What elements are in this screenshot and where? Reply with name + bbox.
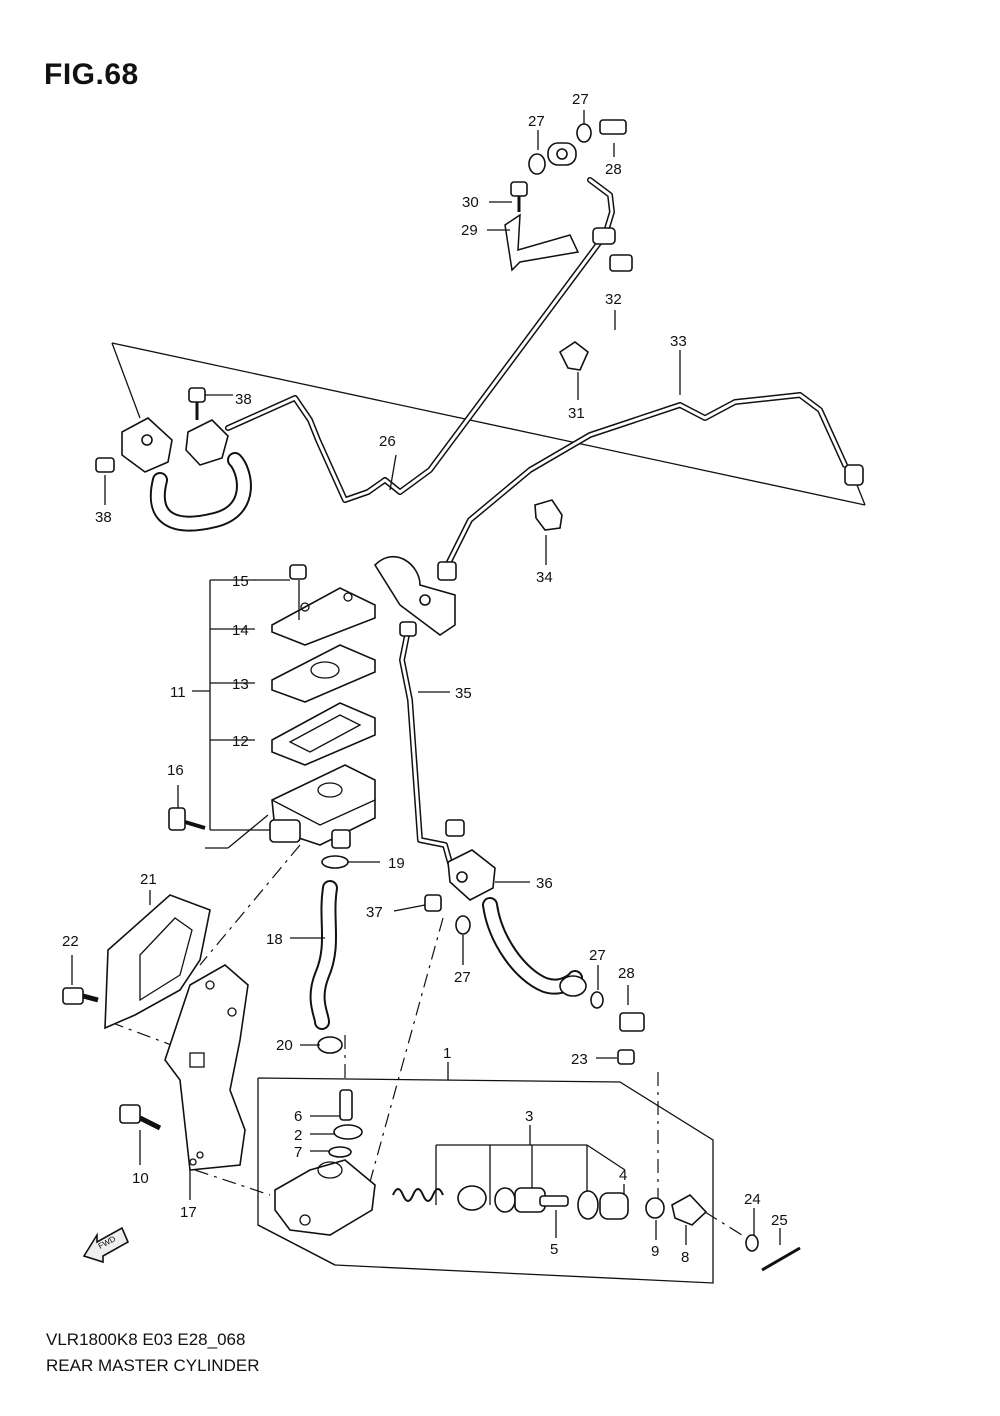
label-13: 13 xyxy=(232,676,249,693)
label-14: 14 xyxy=(232,622,249,639)
label-9: 9 xyxy=(651,1243,659,1260)
label-18: 18 xyxy=(266,931,283,948)
label-20: 20 xyxy=(276,1037,293,1054)
label-5: 5 xyxy=(550,1241,558,1258)
label-33: 33 xyxy=(670,333,687,350)
fwd-arrow: FWD xyxy=(82,1226,130,1264)
label-17: 17 xyxy=(180,1204,197,1221)
label-15: 15 xyxy=(232,573,249,590)
figure-title: FIG.68 xyxy=(44,58,139,91)
label-27: 27 xyxy=(528,113,545,130)
label-28: 28 xyxy=(618,965,635,982)
label-1: 1 xyxy=(443,1045,451,1062)
leader-lines xyxy=(71,110,781,1245)
label-22: 22 xyxy=(62,933,79,950)
label-6: 6 xyxy=(294,1108,302,1125)
master-cylinder xyxy=(274,1089,708,1236)
label-19: 19 xyxy=(388,855,405,872)
rubber-hoses xyxy=(149,452,583,1030)
label-25: 25 xyxy=(771,1212,788,1229)
label-27: 27 xyxy=(589,947,606,964)
part-labels: 27 27 28 30 29 32 33 38 31 26 38 34 15 1… xyxy=(62,91,788,1266)
label-23: 23 xyxy=(571,1051,588,1068)
clamps xyxy=(317,213,589,1054)
label-3: 3 xyxy=(525,1108,533,1125)
label-30: 30 xyxy=(462,194,479,211)
label-16: 16 xyxy=(167,762,184,779)
model-code: VLR1800K8 E03 E28_068 xyxy=(46,1330,246,1349)
label-24: 24 xyxy=(744,1191,761,1208)
label-32: 32 xyxy=(605,291,622,308)
label-38: 38 xyxy=(95,509,112,526)
label-11: 11 xyxy=(170,684,186,701)
label-27: 27 xyxy=(572,91,589,108)
label-10: 10 xyxy=(132,1170,149,1187)
label-21: 21 xyxy=(140,871,157,888)
label-38: 38 xyxy=(235,391,252,408)
label-7: 7 xyxy=(294,1144,302,1161)
brackets xyxy=(104,894,249,1171)
label-12: 12 xyxy=(232,733,249,750)
label-37: 37 xyxy=(366,904,383,921)
reference-lines xyxy=(109,342,866,1284)
label-2: 2 xyxy=(294,1127,302,1144)
label-4: 4 xyxy=(619,1167,627,1184)
diagram-name: REAR MASTER CYLINDER xyxy=(46,1356,260,1375)
brake-pipes xyxy=(225,177,848,873)
label-35: 35 xyxy=(455,685,472,702)
label-26: 26 xyxy=(379,433,396,450)
fittings xyxy=(121,142,864,997)
label-34: 34 xyxy=(536,569,553,586)
label-8: 8 xyxy=(681,1249,689,1266)
label-29: 29 xyxy=(461,222,478,239)
label-36: 36 xyxy=(536,875,553,892)
label-27: 27 xyxy=(454,969,471,986)
reservoir-stack xyxy=(192,579,376,849)
label-28: 28 xyxy=(605,161,622,178)
label-31: 31 xyxy=(568,405,585,422)
